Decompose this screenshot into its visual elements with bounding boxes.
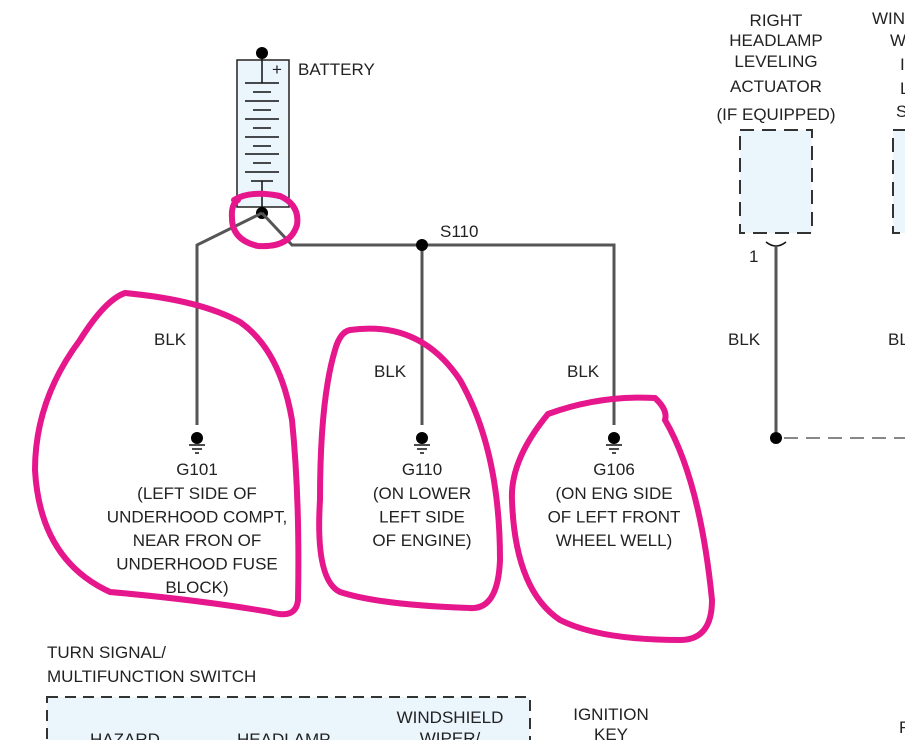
partial-label: I [900,55,905,74]
wire-label: BLK [567,362,600,381]
actuator-label: LEVELING [734,52,817,71]
partial-label: W [890,31,905,50]
battery-plus: + [272,60,282,79]
splice-node [416,239,428,251]
ground-location: OF LEFT FRONT [548,508,681,527]
ground-location: (ON ENG SIDE [555,484,672,503]
partial-box [892,129,905,234]
actuator-label: (IF EQUIPPED) [716,105,835,124]
battery-label: BATTERY [298,60,375,79]
wiper-label: WINDSHIELD [397,708,504,727]
ignition-label: KEY [594,725,628,740]
ignition-label: IGNITION [573,705,649,724]
ground-location: UNDERHOOD COMPT, [107,508,287,527]
annotation-marks [31,190,716,644]
actuator-label: ACTUATOR [730,77,822,96]
partial-label: S [896,102,905,121]
ground-location: LEFT SIDE [379,508,465,527]
wiper-label: WIPER/ [420,729,481,740]
ground-location: WHEEL WELL) [556,531,673,550]
ground-location: UNDERHOOD FUSE [116,555,278,574]
ground-location: (ON LOWER [373,484,471,503]
switch-title: MULTIFUNCTION SWITCH [47,667,256,686]
partial-label: L [900,79,905,98]
splice-node [770,432,782,444]
actuator-label: RIGHT [750,11,803,30]
battery-symbol [236,47,290,219]
ground-id: G106 [593,460,635,479]
ground-location: OF ENGINE) [372,531,471,550]
switch-title: TURN SIGNAL/ [47,643,166,662]
partial-text: F [899,718,905,737]
wire-label: BL [888,330,905,349]
partial-label: WIN [872,9,905,28]
switch-box [46,696,531,740]
wire-label: BLK [154,330,187,349]
wire-label: BLK [374,362,407,381]
ground-location: (LEFT SIDE OF [137,484,257,503]
ground-g110: G110 (ON LOWER LEFT SIDE OF ENGINE) [372,432,472,550]
ground-g106: G106 (ON ENG SIDE OF LEFT FRONT WHEEL WELL) [548,432,681,550]
wire-label: BLK [728,330,761,349]
headlamp-label: HEADLAMP [237,730,331,740]
actuator-box [739,129,813,234]
ground-g101: G101 (LEFT SIDE OF UNDERHOOD COMPT, NEAR FR… [107,432,287,597]
hazard-label: HAZARD [90,730,160,740]
splice-label: S110 [440,222,478,241]
connector-pin [765,241,787,247]
pin-number: 1 [749,247,758,266]
ground-id: G101 [176,460,218,479]
wire-g106 [260,211,616,425]
wire-g101 [195,211,263,425]
ground-location: NEAR FRON OF [133,531,261,550]
ground-location: BLOCK) [165,578,228,597]
ground-id: G110 [402,460,442,479]
actuator-label: HEADLAMP [729,31,823,50]
